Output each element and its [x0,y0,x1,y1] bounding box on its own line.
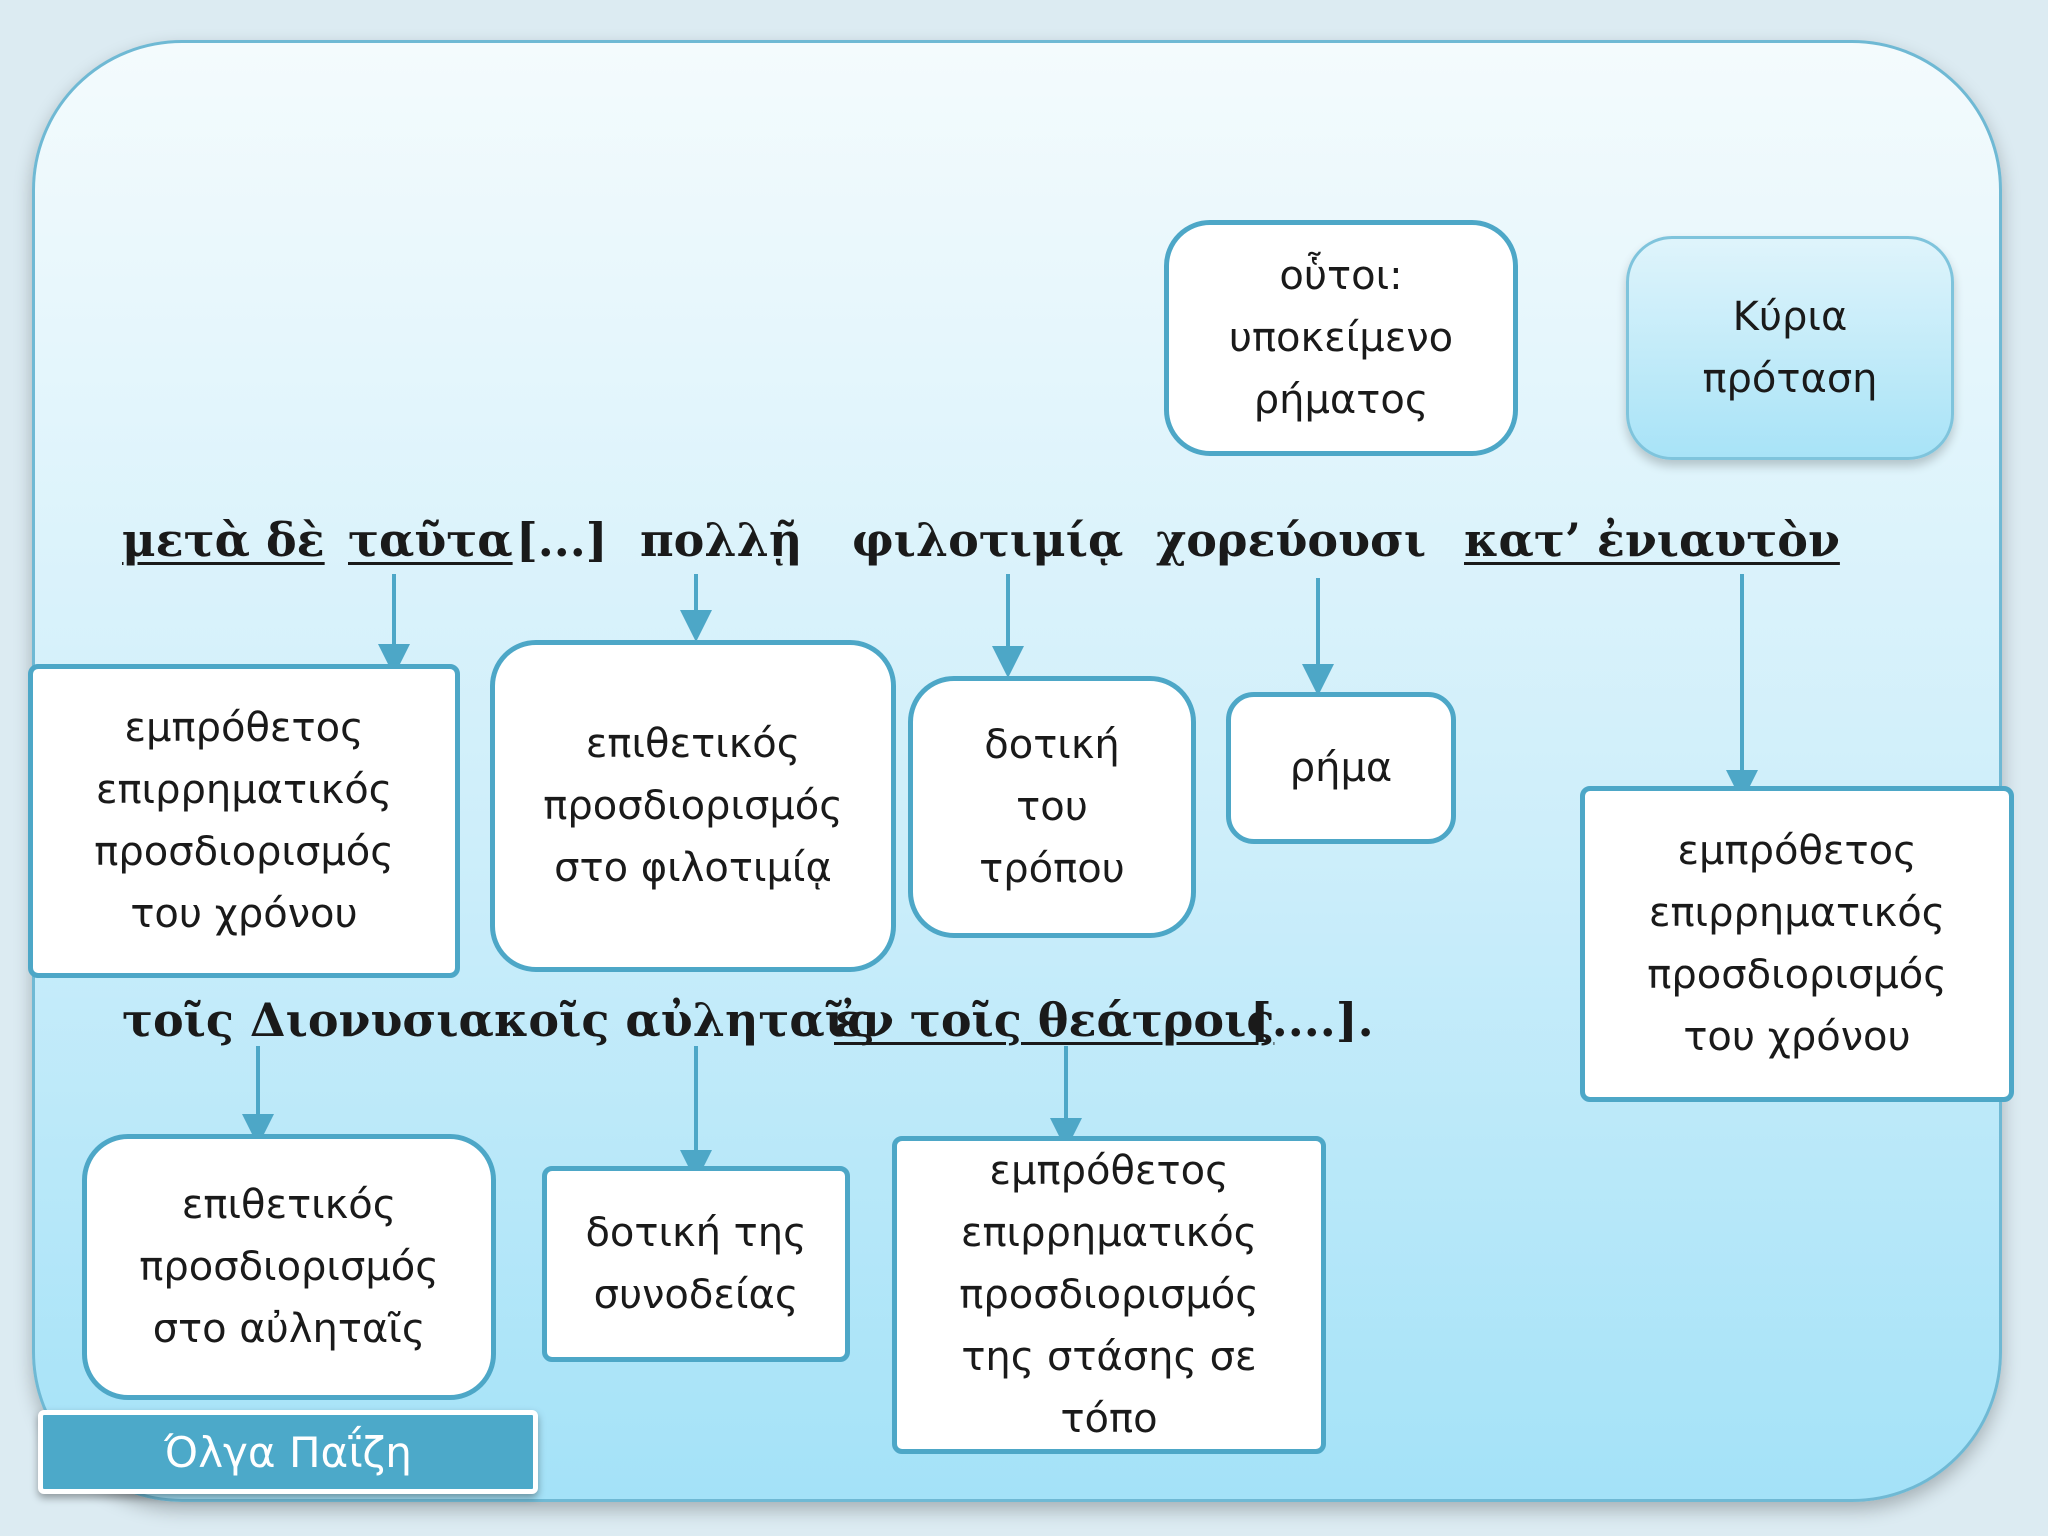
word-meta-de: μετὰ δὲ [122,513,325,567]
word-tois-dionysiakois: τοῖς Διονυσιακοῖς αὐληταῖς [122,993,876,1047]
dionysiakois-box: επιθετικός προσδιορισμός στο αὐληταῖς [82,1134,496,1400]
aulhtais-box: δοτική της συνοδείας [542,1166,850,1362]
word-filotimia: φιλοτιμίᾳ [852,513,1124,567]
word-kat-eniauton: κατ’ ἐνιαυτὸν [1464,513,1840,567]
word-tauta: ταῦτα [348,513,513,567]
kat-eniauton-box: εμπρόθετος επιρρηματικός προσδιορισμός τ… [1580,786,2014,1102]
author-label: Όλγα Παΐζη [38,1410,538,1494]
main-clause-box: Κύρια πρόταση [1626,236,1954,460]
filotimia-box: δοτική του τρόπου [908,676,1196,938]
meta-tauta-box: εμπρόθετος επιρρηματικός προσδιορισμός τ… [28,664,460,978]
subject-box: οὗτοι: υποκείμενο ρήματος [1164,220,1518,456]
word-pollh: πολλῇ [640,513,803,567]
word-en-tois-theatrois: ἐν τοῖς θεάτροις [834,993,1275,1047]
word-ellipsis: [...] [516,513,608,567]
pollh-box: επιθετικός προσδιορισμός στο φιλοτιμίᾳ [490,640,896,972]
xoreuousi-box: ρήμα [1226,692,1456,844]
theatrois-box: εμπρόθετος επιρρηματικός προσδιορισμός τ… [892,1136,1326,1454]
word-xoreuousi: χορεύουσι [1156,513,1427,567]
word-ellipsis-end: [....]. [1250,993,1374,1047]
